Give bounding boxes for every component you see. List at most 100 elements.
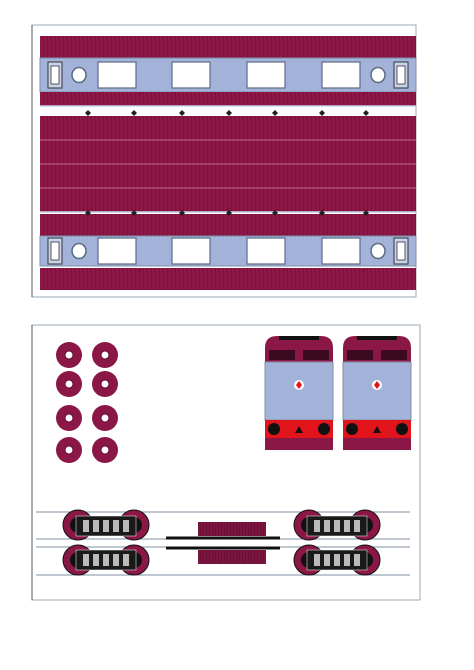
roof-pins-top xyxy=(85,110,369,116)
cab-window-right xyxy=(303,350,329,360)
parts-sheet xyxy=(31,324,421,601)
bogie-2 xyxy=(293,509,381,576)
diamond-emblem-shape xyxy=(374,381,380,389)
porthole-right xyxy=(370,242,386,260)
door-right-window xyxy=(396,241,406,261)
bogie-spring xyxy=(113,554,119,566)
roof-pin-5 xyxy=(272,210,278,216)
coach-body-sheet xyxy=(31,24,417,298)
roof-pin-6 xyxy=(319,110,325,116)
cab-body xyxy=(264,361,334,421)
cab-window-left xyxy=(347,350,373,360)
cab-end-2 xyxy=(342,336,412,450)
bogie-group xyxy=(62,509,381,576)
window-2 xyxy=(171,61,211,89)
window-3 xyxy=(246,61,286,89)
roof-pins-bottom xyxy=(85,210,369,216)
wheel-hub xyxy=(100,379,110,389)
porthole-left xyxy=(71,66,87,84)
roof-pin-2 xyxy=(131,210,137,216)
roof-pin-7 xyxy=(363,210,369,216)
wheel-disc-8 xyxy=(92,437,118,463)
wheel-hub xyxy=(100,445,110,455)
roof-pin-6 xyxy=(319,210,325,216)
fuel-tank-top xyxy=(198,522,266,536)
bogie-spring xyxy=(314,520,320,532)
roof-pin-4 xyxy=(226,210,232,216)
window-3 xyxy=(246,237,286,265)
door-left-window xyxy=(50,65,60,85)
roof-pin-3 xyxy=(179,210,185,216)
buffer-right xyxy=(318,423,330,435)
bogie-spring xyxy=(334,520,340,532)
top-window-row xyxy=(47,61,409,89)
headlamp-icon xyxy=(295,426,303,433)
cab-skirt xyxy=(343,438,411,450)
bogie-spring xyxy=(103,554,109,566)
roof-strip-top xyxy=(40,36,416,58)
cab-end-1 xyxy=(264,336,334,450)
wheel-hub xyxy=(64,379,74,389)
window-1 xyxy=(97,237,137,265)
roof-pin-3 xyxy=(179,110,185,116)
cab-roof-vent xyxy=(357,336,397,340)
roof-pin-5 xyxy=(272,110,278,116)
porthole-left xyxy=(71,242,87,260)
cab-roof-vent xyxy=(279,336,319,340)
cab-end-group xyxy=(264,336,412,450)
wheel-disc-3 xyxy=(56,371,82,397)
fuel-tank-bottom xyxy=(198,550,266,564)
bogie-spring xyxy=(334,554,340,566)
cab-window-right xyxy=(381,350,407,360)
roof-pin-4 xyxy=(226,110,232,116)
bogie-spring xyxy=(113,520,119,532)
wheel-hub xyxy=(100,350,110,360)
roof-pin-2 xyxy=(131,110,137,116)
wheel-disc-7 xyxy=(56,437,82,463)
bogie-spring xyxy=(324,520,330,532)
wheel-disc-2 xyxy=(92,342,118,368)
roof-pin-1 xyxy=(85,110,91,116)
bogie-spring xyxy=(103,520,109,532)
bogie-spring xyxy=(83,520,89,532)
bogie-spring xyxy=(354,554,360,566)
body-band-top xyxy=(40,92,416,106)
wheel-disc-1 xyxy=(56,342,82,368)
buffer-left xyxy=(346,423,358,435)
bogie-1 xyxy=(62,509,150,576)
wheel-disc-5 xyxy=(56,405,82,431)
roof-pin-7 xyxy=(363,110,369,116)
cab-body xyxy=(342,361,412,421)
window-4 xyxy=(321,237,361,265)
cab-window-left xyxy=(269,350,295,360)
buffer-left xyxy=(268,423,280,435)
bogie-spring xyxy=(93,520,99,532)
bogie-spring xyxy=(354,520,360,532)
body-band-bottom xyxy=(40,214,416,236)
bogie-spring xyxy=(93,554,99,566)
door-right-window xyxy=(396,65,406,85)
headlamp-icon xyxy=(373,426,381,433)
window-2 xyxy=(171,237,211,265)
bogie-spring xyxy=(324,554,330,566)
window-4 xyxy=(321,61,361,89)
wheel-hub xyxy=(64,445,74,455)
bogie-spring xyxy=(83,554,89,566)
window-1 xyxy=(97,61,137,89)
diamond-emblem-shape xyxy=(296,381,302,389)
porthole-right xyxy=(370,66,386,84)
bogie-spring xyxy=(314,554,320,566)
bogie-spring xyxy=(123,554,129,566)
wheel-hub xyxy=(64,413,74,423)
bogie-spring xyxy=(344,520,350,532)
bogie-spring xyxy=(123,520,129,532)
bogie-spring xyxy=(344,554,350,566)
wheel-hub xyxy=(100,413,110,423)
door-left-window xyxy=(50,241,60,261)
bottom-window-row xyxy=(47,237,409,265)
wheel-disc-4 xyxy=(92,371,118,397)
wheel-hub xyxy=(64,350,74,360)
cab-skirt xyxy=(265,438,333,450)
